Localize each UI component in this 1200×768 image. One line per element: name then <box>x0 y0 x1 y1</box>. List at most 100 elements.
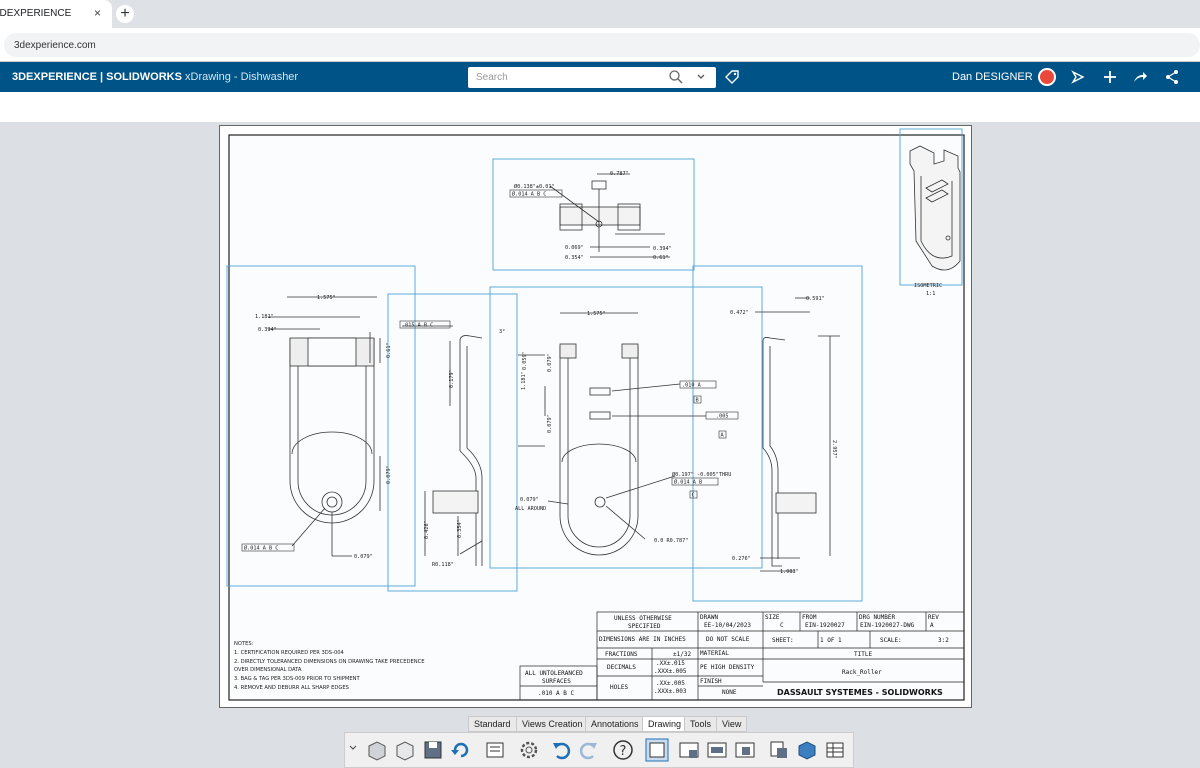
tb-sheet-val: 1 OF 1 <box>820 637 842 644</box>
svg-text:1. CERTIFICATION REQUIRED PER: 1. CERTIFICATION REQUIRED PER 3DS-004 <box>234 650 345 656</box>
tab-annotations[interactable]: Annotations <box>585 716 645 732</box>
side-view <box>402 325 483 566</box>
app-subtitle: xDrawing - Dishwasher <box>185 71 299 83</box>
undo-icon[interactable] <box>549 738 573 762</box>
dim-mid-allaround: ALL AROUND <box>515 506 546 512</box>
drawing-notes: NOTES: 1. CERTIFICATION REQUIRED PER 3DS… <box>234 641 425 691</box>
title-block <box>519 611 965 701</box>
tab-view[interactable]: View <box>716 716 748 732</box>
dim-left-1575: 1.575" <box>317 295 336 301</box>
tb-scale-val: 3:2 <box>938 637 949 644</box>
tab-title: 3DEXPERIENCE <box>0 8 72 19</box>
user-avatar[interactable] <box>1038 68 1056 86</box>
tb-from-val: EIN-1920027 <box>805 622 845 629</box>
tb-fractions-val: ±1/32 <box>673 651 691 658</box>
model-view-icon[interactable] <box>767 738 791 762</box>
iso-label: ISOMETRIC <box>914 283 942 289</box>
fcf-mid-flat-text: .005 <box>716 414 729 420</box>
tb-drawn-val: EE-10/04/2023 <box>704 622 751 629</box>
detail-view-icon[interactable] <box>733 738 757 762</box>
tb-holes-val1: .XX±.005 <box>656 680 685 687</box>
left-view <box>268 296 381 557</box>
browser-tab-bar: 3DEXPERIENCE × + <box>0 0 1200 28</box>
search-icon[interactable] <box>668 69 684 85</box>
dim-top-hole: Ø0.138"±0.01" <box>514 183 555 190</box>
bom-icon[interactable] <box>823 738 847 762</box>
dim-mid-0079c: 0.079" <box>520 497 539 503</box>
add-icon[interactable] <box>1102 69 1118 85</box>
network-icon[interactable] <box>1164 69 1180 85</box>
dim-mid-hole: Ø0.197" -0.005"THRU <box>672 471 731 478</box>
app-sub-bar <box>0 92 1200 122</box>
dim-right-2957: 2.957" <box>831 440 837 459</box>
tab-views-creation[interactable]: Views Creation <box>516 716 589 732</box>
new-icon[interactable] <box>393 738 417 762</box>
drawing-sheet[interactable]: 0.787" Ø0.138"±0.01" Ø.014 A B C 0.069" … <box>219 125 972 708</box>
right-view-box <box>692 265 863 602</box>
user-name[interactable]: Dan DESIGNER <box>952 71 1033 83</box>
fcf-mid-flat: .005 <box>705 411 739 420</box>
fcf-mid-perp: .010 A <box>679 380 717 389</box>
tb-fractions: FRACTIONS <box>605 651 638 658</box>
svg-text:3. BAG & TAG PER 3DS-009 PRIOR: 3. BAG & TAG PER 3DS-009 PRIOR TO SHIPME… <box>234 676 361 682</box>
dim-mid-1575: 1.575" <box>587 311 606 317</box>
fcf-side-text: .015 A B C <box>402 323 433 329</box>
save-icon[interactable] <box>421 738 445 762</box>
help-icon[interactable]: ? <box>611 738 635 762</box>
top-view-box <box>492 158 695 271</box>
dim-mid-1181: 1.181" <box>521 371 527 390</box>
drawing-view-icon[interactable] <box>645 738 669 762</box>
datum-a: A <box>718 430 727 439</box>
refresh-icon[interactable] <box>449 738 473 762</box>
url-input[interactable]: 3dexperience.com <box>4 33 1200 57</box>
tab-standard[interactable]: Standard <box>468 716 517 732</box>
iso-scale: 1:1 <box>926 291 935 297</box>
tb-rev: REV <box>928 614 939 621</box>
dim-top-061: 0.61" <box>653 255 669 261</box>
tag-icon[interactable] <box>724 69 740 85</box>
compass-icon[interactable] <box>1070 69 1086 85</box>
tb-from: FROM <box>802 614 817 621</box>
dim-right-0276: 0.276" <box>732 556 751 562</box>
redo-icon[interactable] <box>577 738 601 762</box>
close-tab-icon[interactable]: × <box>94 6 102 20</box>
tb-material: MATERIAL <box>700 650 729 657</box>
3d-view-icon[interactable] <box>795 738 819 762</box>
drawing-canvas[interactable]: 0.787" Ø0.138"±0.01" Ø.014 A B C 0.069" … <box>220 126 973 709</box>
share-icon[interactable] <box>1132 69 1148 85</box>
insert-view-icon[interactable] <box>677 738 701 762</box>
chevron-down-icon[interactable] <box>347 738 359 762</box>
dim-top-0787: 0.787" <box>610 171 629 177</box>
new-tab-button[interactable]: + <box>116 5 134 23</box>
front-view <box>518 312 706 556</box>
left-view-box <box>226 265 416 587</box>
tb-scale: SCALE: <box>880 637 902 644</box>
tb-title: TITLE <box>854 651 872 658</box>
tab-drawing[interactable]: Drawing <box>642 716 688 732</box>
datum-c: C <box>689 490 698 499</box>
tb-holes: HOLES <box>610 684 628 691</box>
dim-side-0179: 0.179" <box>449 369 455 388</box>
top-view <box>549 173 670 258</box>
chevron-down-icon[interactable] <box>696 72 706 82</box>
dim-left-0079: 0.079" <box>386 465 392 484</box>
tb-drawn: DRAWN <box>700 614 718 621</box>
dim-left-0079b: 0.079" <box>354 554 373 560</box>
fcf-side: .015 A B C <box>399 320 451 329</box>
dim-top-0069: 0.069" <box>565 245 584 251</box>
dim-right-1083: 1.083" <box>780 569 799 575</box>
fcf-mid-perp-text: .010 A <box>682 383 702 389</box>
app-brand: 3DEXPERIENCE | SOLIDWORKS xDrawing - Dis… <box>12 71 298 83</box>
search-box[interactable]: Search <box>468 67 716 88</box>
search-input[interactable]: Search <box>476 72 508 83</box>
properties-icon[interactable] <box>483 738 507 762</box>
dim-side-r0118: R0.118" <box>432 562 454 568</box>
fcf-top-text: Ø.014 A B C <box>512 191 546 198</box>
settings-icon[interactable] <box>517 738 541 762</box>
open-icon[interactable] <box>365 738 389 762</box>
tab-tools[interactable]: Tools <box>684 716 718 732</box>
browser-tab[interactable]: 3DEXPERIENCE × <box>0 0 112 28</box>
fcf-top: Ø.014 A B C <box>509 189 563 198</box>
front-view-box <box>489 286 763 569</box>
section-view-icon[interactable] <box>705 738 729 762</box>
